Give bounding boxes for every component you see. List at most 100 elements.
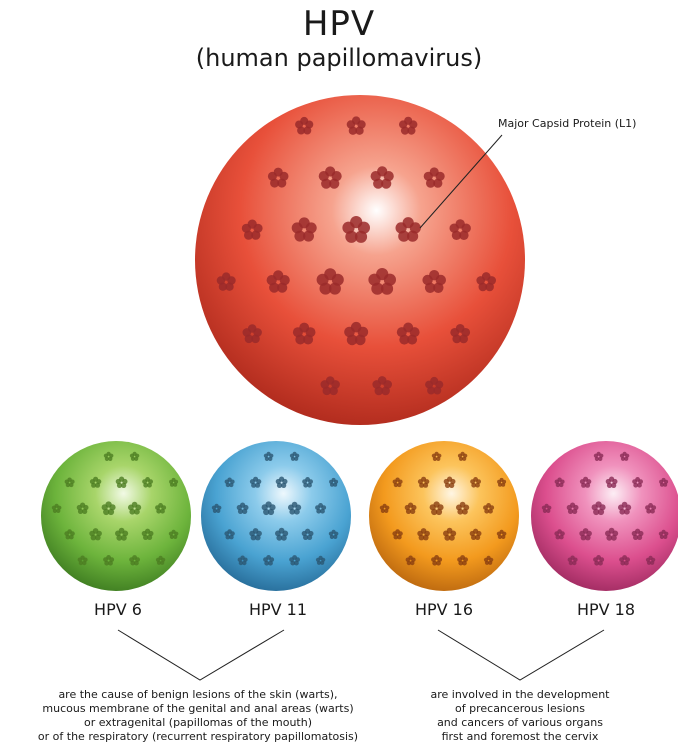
capsomere-bead xyxy=(129,557,134,562)
capsomere-bead xyxy=(169,480,173,484)
capsomere-bead xyxy=(267,275,277,285)
capsomere-bead xyxy=(422,275,432,285)
capsomere-bead xyxy=(315,505,320,510)
capsomere-bead xyxy=(418,479,423,484)
capsomere-bead xyxy=(128,505,134,511)
capsomere-bead xyxy=(103,557,108,562)
capsomere-bead xyxy=(250,479,255,484)
capsomere-bead xyxy=(632,479,637,484)
capsomere-bead xyxy=(620,454,624,458)
capsomere-bead xyxy=(130,454,134,458)
capsomere-bead xyxy=(102,504,108,510)
capsomere-bead xyxy=(470,479,475,484)
capsomere-bead xyxy=(242,224,251,233)
capsomere-bead xyxy=(593,557,598,562)
sphere-hpv6 xyxy=(41,441,191,591)
bracket-low-risk xyxy=(118,630,284,680)
capsomere-bead xyxy=(444,479,449,484)
capsomere-bead xyxy=(52,506,56,510)
capsomere-bead xyxy=(484,558,488,562)
capsomere-bead xyxy=(344,327,355,338)
capsomere-bead xyxy=(104,454,108,458)
capsomere-bead xyxy=(497,480,501,484)
capsomere-bead xyxy=(368,274,380,286)
callout-label: Major Capsid Protein (L1) xyxy=(498,117,636,130)
capsomere-bead xyxy=(77,505,82,510)
capsomere-bead xyxy=(645,505,650,510)
capsomere-bead xyxy=(263,557,268,562)
capsomere-bead xyxy=(217,276,225,284)
capsomere-bead xyxy=(237,505,242,510)
capsomere-bead xyxy=(243,328,252,337)
capsomere-bead xyxy=(568,558,572,562)
capsomere-bead xyxy=(430,504,436,510)
capsomere-bead xyxy=(224,531,229,536)
capsomere-bead xyxy=(567,505,572,510)
capsomere-bead xyxy=(262,504,268,510)
capsomere-bead xyxy=(302,531,307,536)
capsomere-bead xyxy=(264,454,268,458)
sphere-hpv16 xyxy=(369,441,519,591)
label-hpv16: HPV 16 xyxy=(384,600,504,619)
capsomere-bead xyxy=(317,274,329,286)
capsomere-bead xyxy=(321,380,330,389)
capsomere-bead xyxy=(456,505,462,511)
capsomere-bead xyxy=(476,276,485,285)
main-virus-sphere xyxy=(195,95,525,425)
capsomere-bead xyxy=(406,558,410,562)
capsomere-bead xyxy=(372,380,381,389)
capsomere-bead xyxy=(116,479,121,484)
capsomere-bead xyxy=(659,480,663,484)
capsomere-bead xyxy=(290,454,294,458)
capsomere-bead xyxy=(431,557,436,562)
bracket-high-risk xyxy=(438,630,604,680)
capsomere-bead xyxy=(78,558,82,562)
capsomere-bead xyxy=(405,505,410,510)
capsomere-bead xyxy=(347,120,355,128)
capsomere-bead xyxy=(295,121,303,129)
capsomere-bead xyxy=(65,480,69,484)
description-high-risk: are involved in the development of preca… xyxy=(400,688,640,744)
capsomere-bead xyxy=(371,171,381,181)
capsomere-bead xyxy=(319,171,329,181)
capsomere-bead xyxy=(632,531,637,536)
capsomere-bead xyxy=(605,531,611,537)
capsomere-bead xyxy=(417,531,423,537)
capsomere-bead xyxy=(155,505,160,510)
capsomere-bead xyxy=(249,531,255,537)
capsomere-bead xyxy=(619,557,624,562)
capsomere-bead xyxy=(329,480,333,484)
capsomere-bead xyxy=(238,558,242,562)
capsomere-bead xyxy=(342,222,354,234)
description-low-risk: are the cause of benign lesions of the s… xyxy=(2,688,394,744)
capsomere-bead xyxy=(316,558,320,562)
capsomere-bead xyxy=(458,454,462,458)
capsomere-bead xyxy=(142,531,147,536)
capsomere-bead xyxy=(450,224,459,233)
capsomere-bead xyxy=(432,454,436,458)
label-hpv6: HPV 6 xyxy=(58,600,178,619)
capsomere-bead xyxy=(579,531,585,537)
capsomere-bead xyxy=(156,558,160,562)
capsomere-bead xyxy=(554,531,559,536)
capsomere-bead xyxy=(289,557,294,562)
capsomere-bead xyxy=(142,479,147,484)
capsomere-bead xyxy=(275,531,281,537)
capsomere-bead xyxy=(293,327,303,337)
capsomere-bead xyxy=(64,531,69,536)
capsomere-bead xyxy=(399,120,407,128)
label-hpv18: HPV 18 xyxy=(546,600,666,619)
capsomere-bead xyxy=(497,532,501,536)
capsomere-bead xyxy=(392,531,397,536)
sphere-hpv18 xyxy=(531,441,678,591)
capsomere-bead xyxy=(450,328,459,337)
capsomere-bead xyxy=(425,381,433,389)
capsomere-bead xyxy=(646,558,650,562)
capsomere-bead xyxy=(396,222,407,233)
capsomere-bead xyxy=(115,531,121,537)
capsomere-bead xyxy=(329,532,333,536)
capsomere-bead xyxy=(292,222,303,233)
capsomere-bead xyxy=(225,480,229,484)
